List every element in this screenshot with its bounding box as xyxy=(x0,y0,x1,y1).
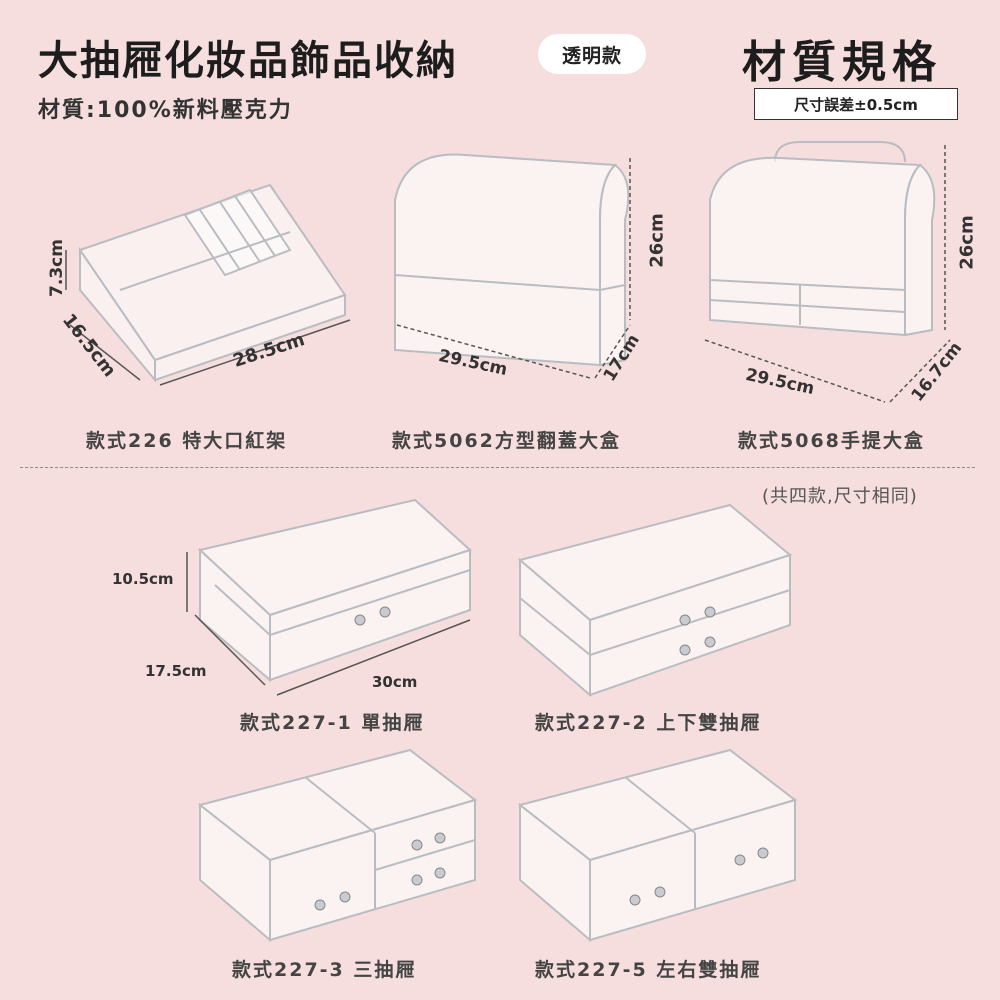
dim-height-5062: 26cm xyxy=(646,213,668,268)
spec-heading: 材質規格 xyxy=(742,37,942,88)
caption-227-5: 款式227-5 左右雙抽屜 xyxy=(535,959,762,981)
tolerance-box: 尺寸誤差±0.5cm xyxy=(754,88,958,120)
section-divider xyxy=(20,467,975,468)
caption-227-2: 款式227-2 上下雙抽屜 xyxy=(535,712,762,734)
dim-height-5068: 26cm xyxy=(956,215,978,270)
handle-box-image xyxy=(704,141,951,403)
caption-5068: 款式5068手提大盒 xyxy=(738,430,925,452)
flip-box-image xyxy=(394,153,631,379)
double-drawer-image xyxy=(517,503,793,698)
caption-227-3: 款式227-3 三抽屜 xyxy=(232,959,417,981)
caption-226: 款式226 特大口紅架 xyxy=(86,430,288,452)
single-drawer-image xyxy=(186,498,472,696)
page-title: 大抽屜化妝品飾品收納 xyxy=(38,38,458,84)
transparent-badge: 透明款 xyxy=(538,34,646,74)
dim-height-227: 10.5cm xyxy=(112,570,174,588)
caption-227-1: 款式227-1 單抽屜 xyxy=(240,712,425,734)
caption-5062: 款式5062方型翻蓋大盒 xyxy=(392,430,621,452)
dim-height-226: 7.3cm xyxy=(46,239,67,297)
four-styles-note: (共四款,尺寸相同) xyxy=(762,486,918,507)
material-subtitle: 材質:100%新料壓克力 xyxy=(38,98,293,123)
dim-depth-227: 17.5cm xyxy=(145,662,207,680)
dim-width-227: 30cm xyxy=(372,673,418,691)
side-drawer-image xyxy=(517,748,798,943)
triple-drawer-image xyxy=(197,748,478,943)
lipstick-organizer-image xyxy=(65,183,351,386)
